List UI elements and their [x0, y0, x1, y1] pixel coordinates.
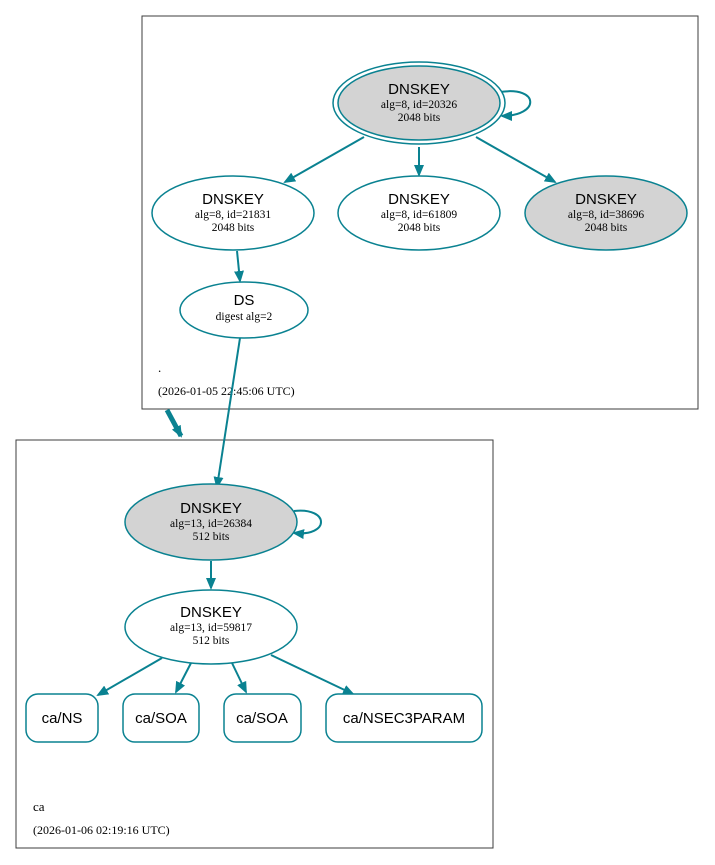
rrset-ns-label: ca/NS	[42, 710, 83, 727]
root-ksk-bits: 2048 bits	[398, 112, 441, 124]
ca-ksk-node[interactable]: DNSKEY alg=13, id=26384 512 bits	[124, 483, 298, 561]
root-key3-type: DNSKEY	[575, 191, 637, 208]
ca-zsk-node[interactable]: DNSKEY alg=13, id=59817 512 bits	[124, 589, 298, 665]
ds-detail: digest alg=2	[216, 311, 273, 323]
root-ds-node[interactable]: DS digest alg=2	[179, 281, 309, 339]
ca-ksk-self-loop	[292, 509, 322, 540]
root-key3-bits: 2048 bits	[585, 222, 628, 234]
rrset-soa-2-node[interactable]: ca/SOA	[223, 693, 302, 743]
rrset-soa-2-label: ca/SOA	[236, 710, 288, 727]
root-ksk-node[interactable]: DNSKEY alg=8, id=20326 2048 bits	[332, 61, 506, 145]
rrset-soa-label: ca/SOA	[135, 710, 187, 727]
edge-ca-zsk-to-soa2	[231, 662, 247, 694]
ca-ksk-type: DNSKEY	[180, 500, 242, 517]
rrset-ns-node[interactable]: ca/NS	[25, 693, 99, 743]
edge-root-zsk1-to-ds	[234, 250, 244, 283]
ca-ksk-bits: 512 bits	[193, 531, 230, 543]
root-zsk2-node[interactable]: DNSKEY alg=8, id=61809 2048 bits	[337, 175, 501, 251]
ca-zsk-bits: 512 bits	[193, 635, 230, 647]
rrset-soa-node[interactable]: ca/SOA	[122, 693, 200, 743]
ca-zone-cluster: ca (2026-01-06 02:19:16 UTC)	[15, 439, 494, 849]
root-ksk-self-loop	[499, 90, 532, 121]
ca-zone-label: ca	[33, 799, 45, 814]
root-zsk2-bits: 2048 bits	[398, 222, 441, 234]
rrset-nsec3param-label: ca/NSEC3PARAM	[343, 710, 465, 727]
edge-ds-to-ca-ksk	[213, 337, 241, 489]
root-zsk1-node[interactable]: DNSKEY alg=8, id=21831 2048 bits	[151, 175, 315, 251]
root-zone-timestamp: (2026-01-05 22:45:06 UTC)	[158, 384, 295, 398]
edge-ca-zsk-to-ns	[96, 657, 163, 697]
ds-type: DS	[234, 292, 255, 309]
delegation-edge	[164, 408, 184, 438]
root-key3-detail: alg=8, id=38696	[568, 209, 644, 221]
root-zsk2-detail: alg=8, id=61809	[381, 209, 457, 221]
edges	[96, 90, 557, 697]
root-ksk-type: DNSKEY	[388, 81, 450, 98]
edge-root-ksk-to-key3	[475, 136, 557, 183]
root-zsk1-type: DNSKEY	[202, 191, 264, 208]
edge-root-ksk-to-zsk1	[283, 136, 365, 183]
root-zone-label: .	[158, 360, 161, 375]
edge-ca-zsk-to-nsec3param	[270, 654, 355, 695]
root-zsk1-detail: alg=8, id=21831	[195, 209, 271, 221]
root-zsk2-type: DNSKEY	[388, 191, 450, 208]
ca-zone-timestamp: (2026-01-06 02:19:16 UTC)	[33, 823, 170, 837]
ca-zsk-detail: alg=13, id=59817	[170, 622, 252, 634]
rrset-nsec3param-node[interactable]: ca/NSEC3PARAM	[325, 693, 483, 743]
ca-zsk-type: DNSKEY	[180, 604, 242, 621]
root-key3-node[interactable]: DNSKEY alg=8, id=38696 2048 bits	[524, 175, 688, 251]
root-ksk-detail: alg=8, id=20326	[381, 99, 457, 111]
root-zsk1-bits: 2048 bits	[212, 222, 255, 234]
ca-ksk-detail: alg=13, id=26384	[170, 518, 252, 530]
edge-ca-zsk-to-soa1	[175, 662, 192, 694]
root-zone-cluster: . (2026-01-05 22:45:06 UTC)	[141, 15, 699, 410]
